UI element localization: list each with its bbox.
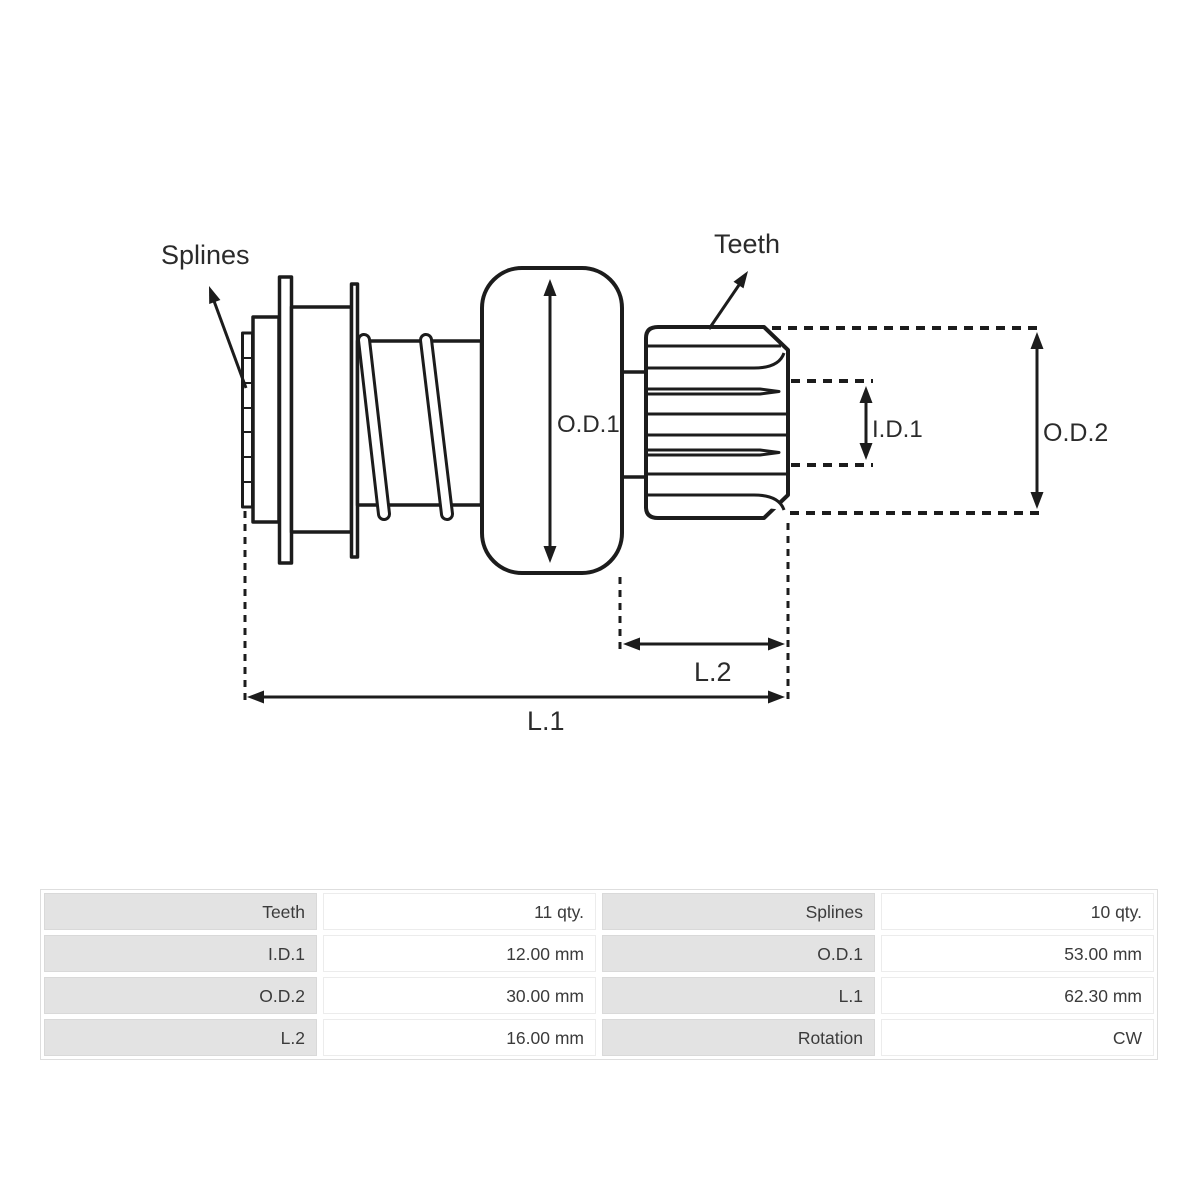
spring-coil-1 — [357, 333, 391, 521]
od1-dimension-label: O.D.1 — [557, 411, 620, 438]
clutch-housing-drum — [480, 266, 624, 575]
id1-extension-lines — [791, 379, 873, 467]
spec-label-l1: L.1 — [602, 977, 875, 1014]
l1-dimension-arrow — [247, 690, 785, 704]
splines-leader-arrow — [209, 286, 248, 389]
od2-extension-lines — [772, 326, 1042, 515]
shaft-collar — [251, 315, 281, 524]
pinion-shaft — [622, 370, 646, 479]
spec-label-teeth: Teeth — [44, 893, 317, 930]
spec-value-splines: 10 qty. — [881, 893, 1154, 930]
starter-drive-part — [241, 266, 790, 575]
hub-cylinder — [289, 305, 354, 534]
spec-value-od2: 30.00 mm — [323, 977, 596, 1014]
l1-dimension-label: L.1 — [527, 706, 565, 736]
spec-label-rotation: Rotation — [602, 1019, 875, 1056]
spec-label-l2: L.2 — [44, 1019, 317, 1056]
pinion-gear — [644, 325, 790, 520]
starter-drive-technical-drawing: Splines Teeth O.D.1 I.D.1 O.D.2 L.2 L.1 — [161, 229, 1108, 736]
od2-dimension-label: O.D.2 — [1043, 419, 1108, 447]
spec-label-od2: O.D.2 — [44, 977, 317, 1014]
spec-value-id1: 12.00 mm — [323, 935, 596, 972]
od1-dimension-arrow — [543, 279, 557, 563]
teeth-leader-arrow — [707, 271, 748, 330]
spec-value-l2: 16.00 mm — [323, 1019, 596, 1056]
spec-label-od1: O.D.1 — [602, 935, 875, 972]
id1-dimension-arrow — [859, 386, 873, 460]
spec-value-od1: 53.00 mm — [881, 935, 1154, 972]
spline-shaft-end — [241, 331, 254, 509]
dimensions — [209, 271, 1044, 704]
spec-label-splines: Splines — [602, 893, 875, 930]
spec-value-l1: 62.30 mm — [881, 977, 1154, 1014]
spec-label-id1: I.D.1 — [44, 935, 317, 972]
spec-value-teeth: 11 qty. — [323, 893, 596, 930]
retaining-washer-front — [277, 275, 294, 565]
spec-table: Teeth 11 qty. Splines 10 qty. I.D.1 12.0… — [40, 889, 1158, 1060]
l2-dimension-label: L.2 — [694, 657, 732, 687]
id1-dimension-label: I.D.1 — [872, 416, 923, 443]
od2-dimension-arrow — [1030, 332, 1044, 509]
l2-dimension-arrow — [623, 637, 785, 651]
gear-teeth-lines — [648, 344, 787, 511]
teeth-label: Teeth — [714, 229, 780, 259]
spring-coil-2 — [419, 333, 454, 521]
splines-label: Splines — [161, 240, 250, 270]
spec-value-rotation: CW — [881, 1019, 1154, 1056]
